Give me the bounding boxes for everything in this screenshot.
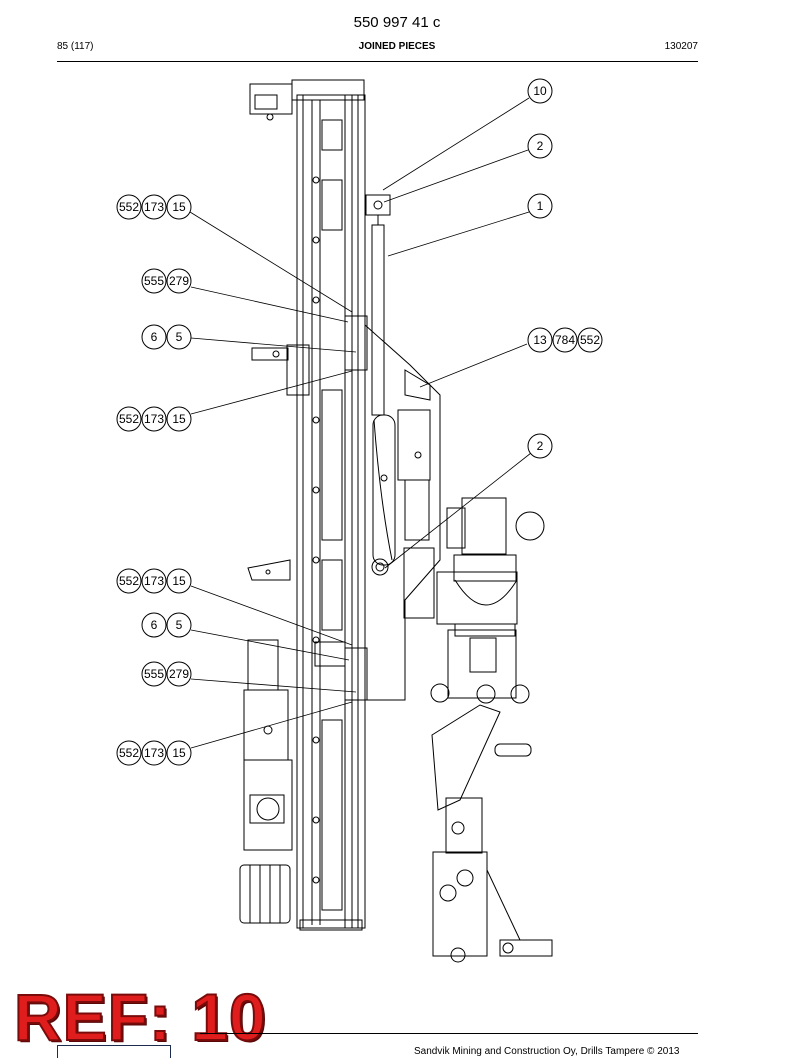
- callout-1: [527, 193, 553, 219]
- callout-label: 15: [172, 200, 186, 214]
- callout-label: 279: [169, 274, 189, 288]
- callout-label: 552: [119, 200, 139, 214]
- callout-label: 15: [172, 412, 186, 426]
- callout-10: [527, 78, 553, 104]
- beam-details: [312, 119, 343, 911]
- callout-label: 173: [144, 746, 164, 760]
- footer-divider: [200, 1033, 698, 1034]
- clamp-plates: [251, 315, 368, 701]
- leader-lines: [189, 97, 532, 749]
- rotation-unit: [436, 497, 545, 637]
- callout-13-label: 13: [533, 333, 547, 347]
- drill-motor: [239, 559, 293, 924]
- header-divider: [57, 61, 698, 62]
- callout-label: 6: [151, 330, 158, 344]
- callout-2-upper: [527, 133, 553, 159]
- callout-label: 15: [172, 574, 186, 588]
- callout-label: 552: [119, 412, 139, 426]
- callout-label: 173: [144, 412, 164, 426]
- cylinder: [365, 194, 391, 416]
- page-number: 85 (117): [57, 41, 94, 52]
- ref-stamp: REF: 10: [13, 980, 267, 1054]
- callout-label: 15: [172, 746, 186, 760]
- callout-784-label: 784: [555, 333, 575, 347]
- callout-label: 279: [169, 667, 189, 681]
- callout-1-label: 1: [537, 199, 544, 213]
- callout-2-lower: [527, 433, 553, 459]
- callout-552: [577, 327, 603, 353]
- cradle: [364, 324, 441, 701]
- callout-label: 6: [151, 618, 158, 632]
- callout-label: 555: [144, 274, 164, 288]
- callout-784: [552, 327, 578, 353]
- callout-label: 552: [119, 574, 139, 588]
- callout-label: 5: [176, 618, 183, 632]
- page-title: JOINED PIECES: [358, 41, 436, 52]
- footer-copyright: Sandvik Mining and Construction Oy, Dril…: [414, 1046, 680, 1057]
- callout-label: 555: [144, 667, 164, 681]
- callout-label: 552: [119, 746, 139, 760]
- company-logo: [57, 1045, 171, 1058]
- callout-13: [527, 327, 553, 353]
- callout-10-label: 10: [533, 84, 547, 98]
- boom-arm: [430, 629, 553, 963]
- callout-balloons: [116, 78, 603, 766]
- callout-label: 173: [144, 200, 164, 214]
- callout-2-lower-label: 2: [537, 439, 544, 453]
- callout-2-label: 2: [537, 139, 544, 153]
- callout-552-label: 552: [580, 333, 600, 347]
- callout-label: 5: [176, 330, 183, 344]
- document-code: 130207: [664, 41, 698, 52]
- document-number: 550 997 41 c: [353, 14, 441, 31]
- feed-beam: [249, 79, 366, 931]
- callout-label: 173: [144, 574, 164, 588]
